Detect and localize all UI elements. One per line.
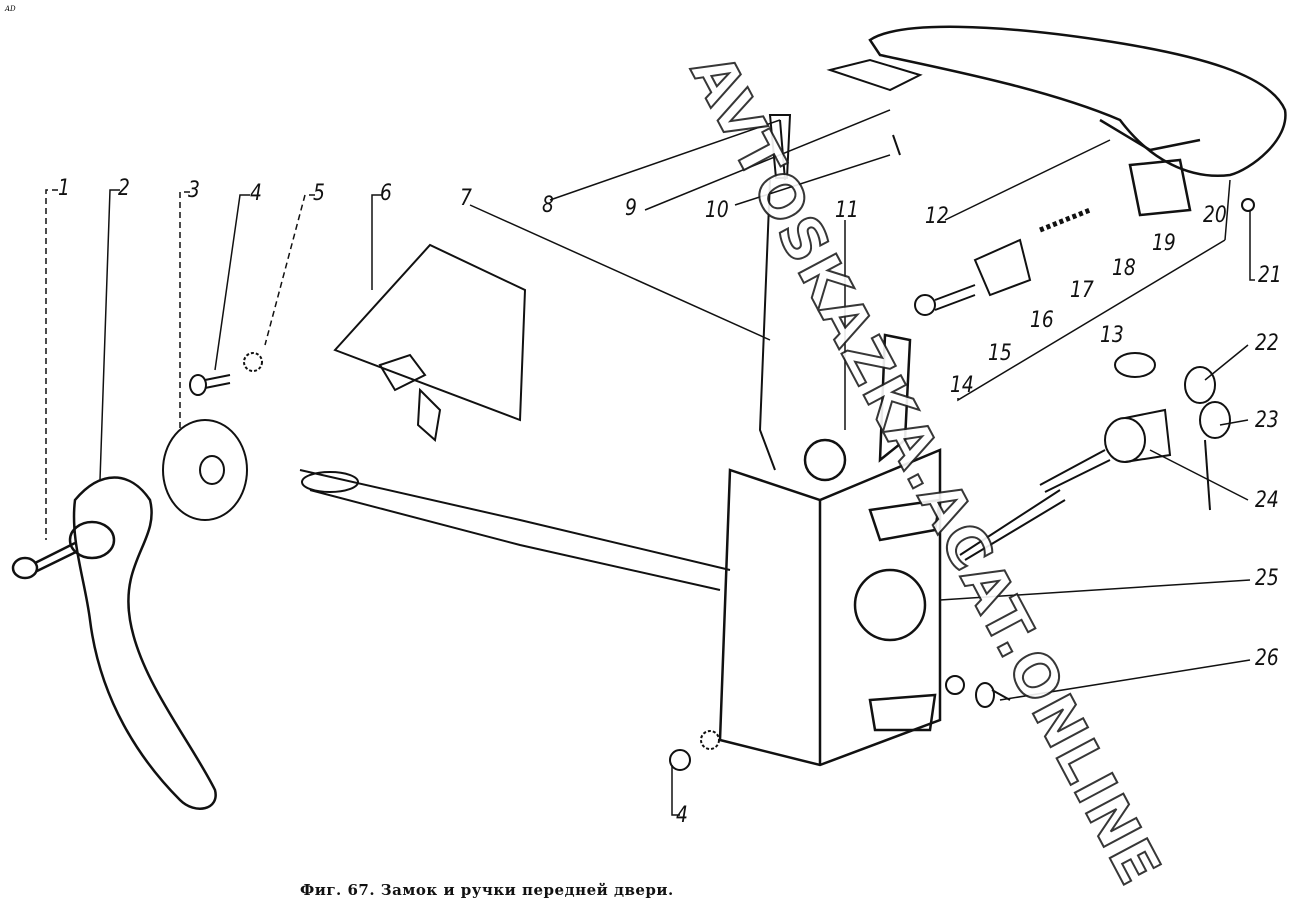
part-label-24: 24 [1255,488,1279,513]
figure-caption: Фиг. 67. Замок и ручки передней двери. [300,881,674,899]
part-label-15: 15 [988,341,1012,366]
inner-handle [11,476,217,810]
part-label-6: 6 [380,181,392,206]
rosette [162,419,248,521]
part-label-19: 19 [1152,231,1176,256]
part-label-26: 26 [1255,646,1279,671]
part-label-14: 14 [950,373,974,398]
part-label-4: 4 [250,181,262,206]
mounting-plate [333,243,527,442]
screw-and-washer [189,352,263,396]
outer-handle [868,25,1287,217]
part-label-17: 17 [1070,278,1094,303]
part-label-25: 25 [1255,566,1279,591]
part-label-20: 20 [1203,203,1227,228]
part-label-16: 16 [1030,308,1054,333]
part-label-21: 21 [1258,263,1282,288]
part-label-3: 3 [188,178,200,203]
part-label-12: 12 [925,204,949,229]
part-label-9: 9 [625,196,637,221]
part-label-18: 18 [1112,256,1136,281]
part-label-13: 13 [1100,323,1124,348]
part-label-10: 10 [705,198,729,223]
part-label-7: 7 [460,186,472,211]
part-label-11: 11 [835,198,859,223]
corner-mark: AD [5,5,16,13]
part-label-8: 8 [542,193,554,218]
part-label-4-lower: 4 [676,803,688,828]
lock-cylinder-and-keys [959,352,1231,561]
remote-link-rod [299,469,731,591]
part-label-1: 1 [58,176,70,201]
part-label-5: 5 [313,181,325,206]
push-button-assembly [914,198,1255,316]
push-rod [758,58,923,471]
lower-screws [669,675,1011,771]
part-label-2: 2 [118,176,130,201]
leader-lines [45,109,1255,816]
part-label-23: 23 [1255,408,1279,433]
part-label-22: 22 [1255,331,1279,356]
